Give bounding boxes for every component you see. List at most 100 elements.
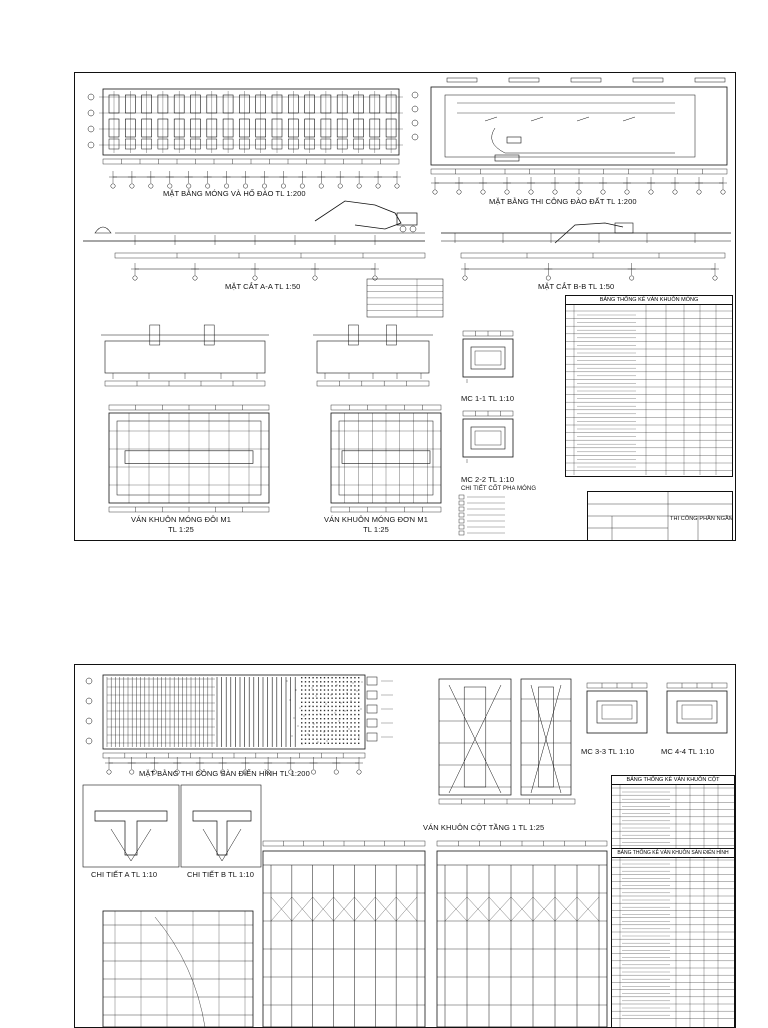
shoring-dot (327, 722, 329, 724)
concrete-dot (307, 733, 309, 735)
grid-bubble (480, 189, 486, 195)
shoring-dot (350, 697, 352, 699)
grid-bubble (411, 119, 419, 127)
shoring-dot (301, 738, 303, 740)
shoring-dot (346, 742, 348, 744)
grid-bubble (629, 275, 635, 281)
concrete-dot (321, 685, 323, 687)
shoring-dot (342, 689, 345, 691)
shoring-dot (358, 705, 360, 708)
shoring-dot (301, 709, 303, 712)
shoring-dot (331, 693, 333, 695)
cross-brace (488, 896, 512, 922)
shoring-dot (308, 697, 310, 699)
shoring-dot (342, 681, 345, 683)
legend-swatch (366, 718, 378, 728)
shoring-dot (320, 722, 322, 724)
shoring-dot (358, 718, 360, 720)
shoring-dot (331, 709, 333, 712)
legend-swatch (366, 732, 378, 742)
shoring-dot (308, 681, 310, 683)
foundation-formwork-table: BẢNG THỐNG KÊ VÁN KHUÔN MÓNG (565, 295, 733, 477)
excavation-pit (444, 94, 696, 158)
shoring-dot (320, 697, 322, 699)
shoring-dot (358, 730, 360, 732)
column-section (666, 690, 728, 734)
drawing-sheet-foundation: MẶT BẰNG MÓNG VÀ HỐ ĐÀO TL 1:200 MẶT BẰN… (74, 72, 736, 541)
shoring-dot (323, 689, 326, 691)
shoring-dot (354, 701, 356, 703)
shoring-dot (316, 718, 318, 720)
shoring-dot (327, 742, 329, 744)
beam-slab-joint (94, 810, 168, 856)
excavation-plan-outline (430, 86, 728, 166)
shoring-dot (342, 693, 345, 695)
shoring-dot (346, 681, 348, 683)
grid-bubble (528, 189, 534, 195)
shoring-dot (312, 722, 314, 724)
shoring-dot (304, 726, 307, 728)
shoring-dot (320, 713, 322, 716)
dimension-strip (316, 380, 430, 387)
shoring-dot (323, 681, 326, 683)
shoring-dot (304, 693, 307, 695)
shoring-dot (339, 701, 341, 703)
shoring-dot (339, 742, 341, 744)
shoring-dot (301, 693, 303, 695)
grid-bubble (87, 109, 95, 117)
shoring-dot (308, 722, 310, 724)
title-floor-plan: MẶT BẰNG THI CÔNG SÀN ĐIỂN HÌNH TL 1:200 (139, 769, 310, 778)
column-core (681, 704, 713, 720)
dimension-strip (104, 380, 266, 387)
shoring-dot (316, 701, 318, 703)
shoring-dot (331, 718, 333, 720)
shoring-dot (342, 701, 345, 703)
detail-b-frame (180, 784, 262, 868)
shoring-dot (308, 677, 310, 679)
shoring-dot (301, 726, 303, 728)
shoring-dot (339, 689, 341, 691)
shoring-dot (316, 734, 318, 736)
shoring-dot (308, 742, 310, 744)
shoring-dot (331, 713, 333, 716)
shoring-dot (327, 677, 329, 679)
concrete-dot (326, 740, 328, 742)
cross-brace (375, 896, 397, 922)
title-excavation-plan: MẶT BẰNG THI CÔNG ĐÀO ĐẤT TL 1:200 (489, 197, 637, 206)
shoring-dot (331, 681, 333, 683)
shoring-dot (354, 742, 356, 744)
shoring-dot (316, 730, 318, 732)
column-section (462, 418, 514, 458)
shoring-dot (320, 738, 322, 740)
shoring-dot (342, 713, 345, 716)
column-section-inner (676, 700, 718, 724)
truck-symbol (494, 154, 520, 162)
grid-bubble (129, 183, 135, 189)
shoring-dot (316, 681, 318, 683)
column-formwork-table: BẢNG THỐNG KÊ VÁN KHUÔN CỘT BẢNG THỐNG K… (611, 775, 735, 1027)
shoring-dot (327, 697, 329, 699)
concrete-dot (319, 713, 321, 715)
shoring-dot (350, 734, 352, 736)
shoring-dot (346, 713, 348, 716)
grid-bubble (372, 275, 378, 281)
slab-table-title: BẢNG THỐNG KÊ VÁN KHUÔN SÀN ĐIỂN HÌNH (612, 848, 734, 858)
shoring-dot (320, 701, 322, 703)
shoring-dot (320, 705, 322, 708)
shoring-dot (350, 726, 352, 728)
grid-bubble (243, 183, 248, 189)
title-block-grid (588, 492, 732, 540)
shoring-dot (354, 681, 356, 683)
concrete-dot (313, 723, 315, 725)
grid-bubble (85, 737, 93, 745)
excavator-arm (314, 200, 402, 230)
shoring-dot (327, 681, 329, 683)
concrete-dot (311, 687, 313, 689)
concrete-dot (342, 738, 344, 740)
shoring-dot (331, 730, 333, 732)
concrete-dot (361, 681, 363, 683)
column-stub (348, 324, 359, 346)
shoring-dot (346, 718, 348, 720)
grid-bubble (132, 275, 138, 281)
cross-brace (396, 896, 418, 922)
